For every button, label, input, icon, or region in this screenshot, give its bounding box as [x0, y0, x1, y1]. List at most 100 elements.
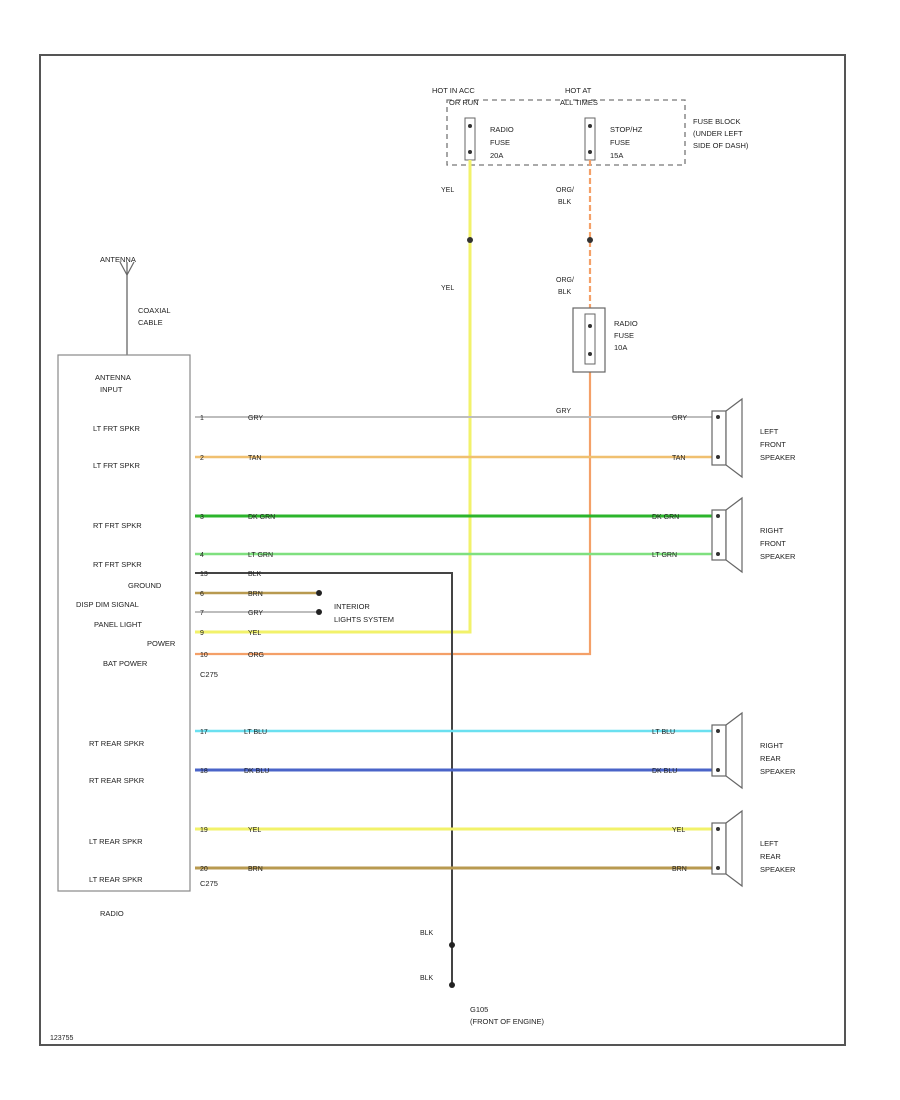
pin-label-lt-rear-1: LT REAR SPKR: [89, 837, 143, 846]
pin-number: 6: [200, 591, 204, 598]
hot-all-label-2: ALL TIMES: [560, 98, 598, 107]
hot-acc-label-2: OR RUN: [449, 98, 479, 107]
wire-label-gry: GRY: [248, 415, 263, 422]
pin-label-panel-light: PANEL LIGHT: [94, 620, 142, 629]
pin-label-rt-rear-1: RT REAR SPKR: [89, 739, 145, 748]
radio-unit: [57, 354, 191, 892]
inline-fuse-label-1: RADIO: [614, 319, 638, 328]
wire-label-org-blk-upper-1: ORG/: [556, 187, 574, 194]
speaker-left-front-label-3: SPEAKER: [760, 453, 796, 462]
hot-acc-label-1: HOT IN ACC: [432, 86, 475, 95]
pin-label-bat-power: BAT POWER: [103, 659, 148, 668]
inline-radio-fuse: [572, 307, 606, 373]
speaker-right-rear-label-2: REAR: [760, 754, 781, 763]
wire-label-brn: BRN: [248, 591, 263, 598]
pin-label-rt-rear-2: RT REAR SPKR: [89, 776, 145, 785]
wire-label-blk-ground-1: BLK: [420, 930, 434, 937]
inline-fuse-terminal: [588, 352, 592, 356]
antenna-title: ANTENNA: [100, 255, 136, 264]
wire-label-org-blk-upper-2: BLK: [558, 199, 572, 206]
wire-label-gry-mid: GRY: [556, 408, 571, 415]
wire-label-tan-spk: TAN: [672, 455, 685, 462]
pin-number: 2: [200, 455, 204, 462]
pin-label-power: POWER: [147, 639, 176, 648]
wire-label-yel-rear: YEL: [248, 827, 261, 834]
speaker-right-rear: [711, 711, 743, 790]
pin-label-lt-rear-2: LT REAR SPKR: [89, 875, 143, 884]
diagram-frame: [39, 54, 846, 1046]
wire-label-gry-dim: GRY: [248, 610, 263, 617]
ground-location: (FRONT OF ENGINE): [470, 1017, 545, 1026]
pin-number: 9: [200, 630, 204, 637]
wire-label-lt-blu-spk: LT BLU: [652, 729, 675, 736]
speaker-right-rear-label-3: SPEAKER: [760, 767, 796, 776]
wire-label-yel-lower: YEL: [441, 285, 454, 292]
radio-fuse-label-1: RADIO: [490, 125, 514, 134]
pin-number: 17: [200, 729, 208, 736]
pin-label-ground: GROUND: [128, 581, 162, 590]
wire-label-brn-spk: BRN: [672, 866, 687, 873]
pin-label-rt-frt-2: RT FRT SPKR: [93, 560, 142, 569]
stop-fuse-label-2: FUSE: [610, 138, 630, 147]
ground-point: [449, 982, 455, 988]
radio-fuse-label-2: FUSE: [490, 138, 510, 147]
coaxial-cable-label-2: CABLE: [138, 318, 163, 327]
connector-interior-2: [316, 609, 322, 615]
antenna-input-label-1: ANTENNA: [95, 373, 131, 382]
coaxial-cable-label-1: COAXIAL: [138, 306, 171, 315]
wire-label-blk: BLK: [248, 571, 262, 578]
wire-label-org-blk-lower-2: BLK: [558, 289, 572, 296]
speaker-left-rear: [711, 809, 743, 888]
stop-fuse-terminal: [588, 124, 592, 128]
wire-label-dk-blu-spk: DK BLU: [652, 768, 677, 775]
pin-number: 7: [200, 610, 204, 617]
stop-fuse-label-1: STOP/HZ: [610, 125, 643, 134]
wire-label-org-blk-lower-1: ORG/: [556, 277, 574, 284]
wire-label-tan: TAN: [248, 455, 261, 462]
speaker-right-front: [711, 496, 743, 574]
wire-label-blk-ground-2: BLK: [420, 975, 434, 982]
pin-number: 4: [200, 552, 204, 559]
pin-number: 19: [200, 827, 208, 834]
inline-fuse-label-3: 10A: [614, 343, 627, 352]
wire-label-lt-blu: LT BLU: [244, 729, 267, 736]
wire-label-yel-spk: YEL: [672, 827, 685, 834]
ground-id: G105: [470, 1005, 488, 1014]
pin-label-lt-frt-2: LT FRT SPKR: [93, 461, 141, 470]
speaker-left-front-label-1: LEFT: [760, 427, 779, 436]
pin-number: 1: [200, 415, 204, 422]
wire-label-yel-upper: YEL: [441, 187, 454, 194]
fuse-block-label-1: FUSE BLOCK: [693, 117, 741, 126]
radio-fuse-label-3: 20A: [490, 151, 503, 160]
wire-yel-power: [195, 160, 472, 634]
speaker-left-rear-label-1: LEFT: [760, 839, 779, 848]
wire-label-lt-grn-spk: LT GRN: [652, 552, 677, 559]
radio-fuse-terminal: [468, 124, 472, 128]
stop-fuse-terminal: [588, 150, 592, 154]
splice-yel: [467, 237, 473, 243]
fuse-block-label-3: SIDE OF DASH): [693, 141, 749, 150]
wire-label-org: ORG: [248, 652, 264, 659]
connector-c275-top: C275: [200, 670, 218, 679]
wire-label-brn-rear: BRN: [248, 866, 263, 873]
wire-org-bat: [195, 370, 592, 656]
speaker-left-rear-label-2: REAR: [760, 852, 781, 861]
splice-org: [587, 237, 593, 243]
speaker-left-rear-label-3: SPEAKER: [760, 865, 796, 874]
wire-label-yel: YEL: [248, 630, 261, 637]
pin-label-lt-frt-1: LT FRT SPKR: [93, 424, 141, 433]
speaker-right-front-label-2: FRONT: [760, 539, 786, 548]
stop-fuse-label-3: 15A: [610, 151, 623, 160]
inline-fuse-terminal: [588, 324, 592, 328]
pin-label-rt-frt-1: RT FRT SPKR: [93, 521, 142, 530]
speaker-right-front-label-3: SPEAKER: [760, 552, 796, 561]
wire-label-gry-spk: GRY: [672, 415, 687, 422]
pin-label-disp-dim: DISP DIM SIGNAL: [76, 600, 139, 609]
fuse-block-label-2: (UNDER LEFT: [693, 129, 743, 138]
antenna-input-label-2: INPUT: [100, 385, 123, 394]
pin-number: 13: [200, 571, 208, 578]
antenna-arm: [126, 261, 135, 276]
speaker-right-front-label-1: RIGHT: [760, 526, 784, 535]
inline-fuse-label-2: FUSE: [614, 331, 634, 340]
ground-splice: [449, 942, 455, 948]
